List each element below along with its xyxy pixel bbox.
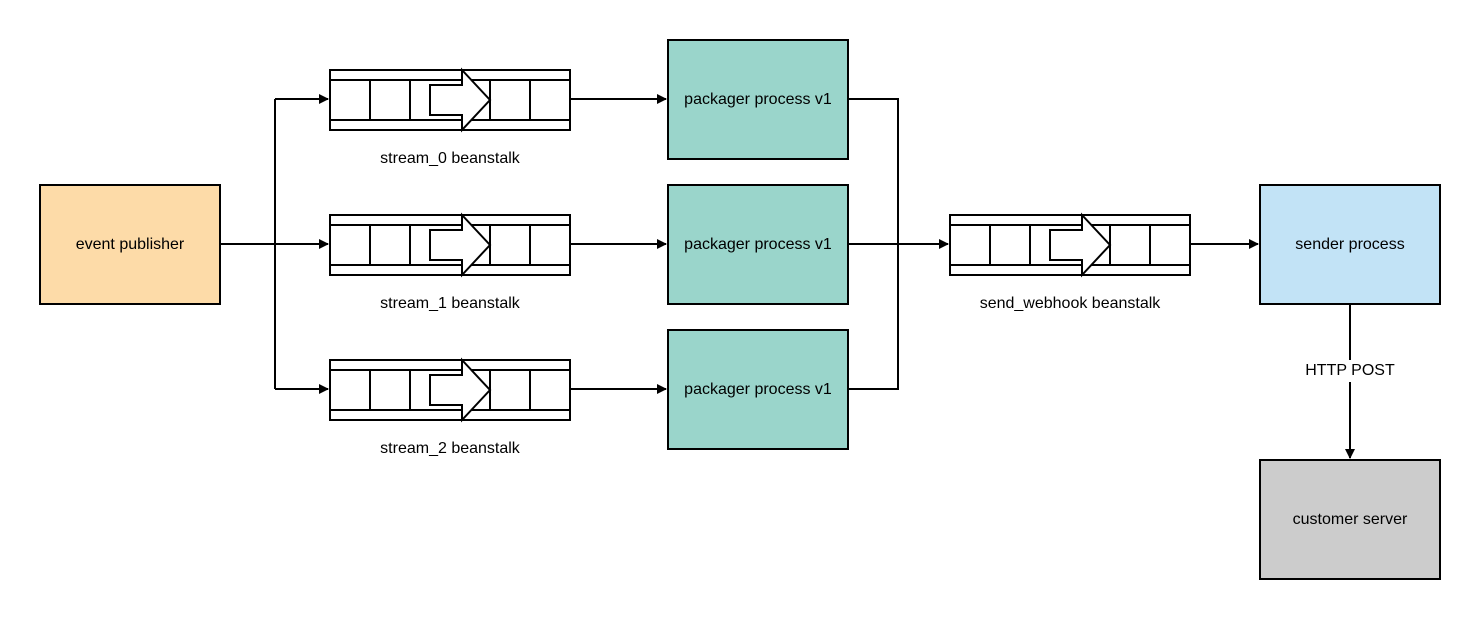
queue-arrow-icon bbox=[429, 357, 492, 423]
publisher-connectors bbox=[220, 94, 329, 394]
packager-process-label: packager process v1 bbox=[684, 235, 832, 253]
event-publisher-node: event publisher bbox=[39, 184, 221, 305]
http-post-edge-label: HTTP POST bbox=[1290, 360, 1410, 382]
sender-process-node: sender process bbox=[1259, 184, 1441, 305]
connector-packager-2-merge bbox=[848, 244, 899, 390]
event-publisher-label: event publisher bbox=[75, 235, 185, 253]
customer-server-node: customer server bbox=[1259, 459, 1441, 580]
packager-process-label: packager process v1 bbox=[684, 380, 832, 398]
queue-stream-0 bbox=[329, 67, 571, 133]
stream-0-queue-label: stream_0 beanstalk bbox=[380, 150, 520, 167]
stream-1-queue-label: stream_1 beanstalk bbox=[380, 295, 520, 312]
queue-icon bbox=[329, 67, 571, 133]
send-webhook-queue-label: send_webhook beanstalk bbox=[979, 295, 1161, 312]
customer-server-label: customer server bbox=[1292, 510, 1408, 528]
queue-icon bbox=[329, 212, 571, 278]
stream-2-queue-label: stream_2 beanstalk bbox=[380, 440, 520, 457]
packager-process-node-2: packager process v1 bbox=[667, 329, 849, 450]
queue-arrow-icon bbox=[429, 212, 492, 278]
packager-process-node-0: packager process v1 bbox=[667, 39, 849, 160]
queue-icon bbox=[949, 212, 1191, 278]
packager-process-node-1: packager process v1 bbox=[667, 184, 849, 305]
queue-arrow-icon bbox=[1049, 212, 1112, 278]
packager-process-label: packager process v1 bbox=[684, 90, 832, 108]
connector-packager-0-merge bbox=[848, 98, 899, 244]
queue-stream-2 bbox=[329, 357, 571, 423]
queue-arrow-icon bbox=[429, 67, 492, 133]
stream-connectors bbox=[570, 94, 667, 394]
sender-process-label: sender process bbox=[1295, 235, 1405, 253]
queue-send-webhook bbox=[949, 212, 1191, 278]
queue-icon bbox=[329, 357, 571, 423]
packager-connectors bbox=[848, 98, 949, 390]
queue-stream-1 bbox=[329, 212, 571, 278]
